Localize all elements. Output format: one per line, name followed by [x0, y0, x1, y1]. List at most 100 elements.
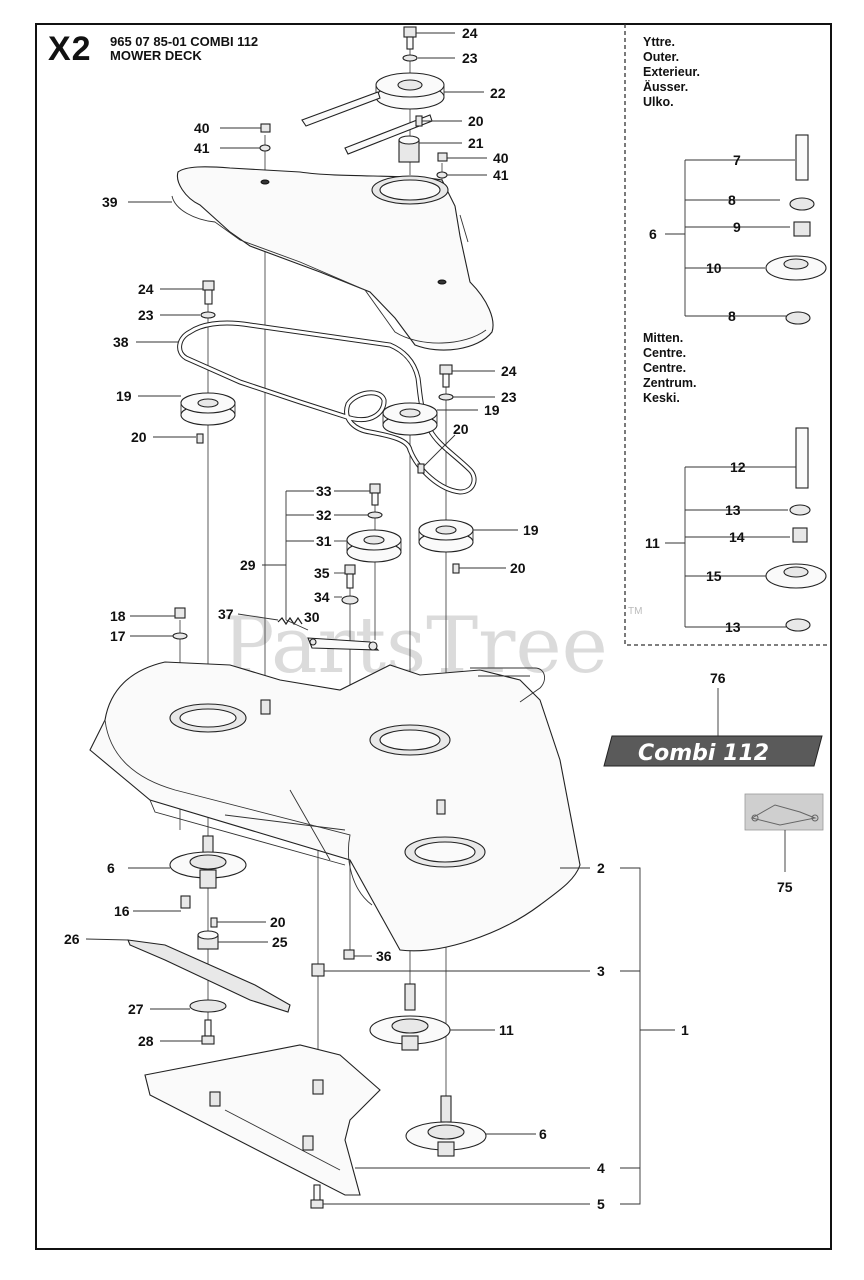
- part-label: 34: [314, 589, 330, 605]
- part-label: 20: [453, 421, 469, 437]
- bolt-35: [344, 564, 356, 589]
- part-label: 35: [314, 565, 330, 581]
- belt-routing-decal-75: [744, 793, 824, 831]
- part-label: 8: [728, 308, 736, 324]
- part-label: 40: [194, 120, 210, 136]
- part-label: 24: [462, 25, 478, 41]
- inset-centre-spindle: [765, 427, 827, 632]
- tensioner-arm-30: [307, 637, 380, 651]
- variant-text: Yttre.: [643, 35, 675, 49]
- part-label: 18: [110, 608, 126, 624]
- idler-pulley-19: [418, 519, 474, 553]
- key-20: [417, 463, 425, 474]
- key-20: [210, 917, 218, 928]
- part-label: 23: [462, 50, 478, 66]
- bolt-24: [202, 280, 215, 305]
- variant-text: Keski.: [643, 391, 680, 405]
- variant-text: Zentrum.: [643, 376, 697, 390]
- washer-41: [436, 171, 448, 179]
- part-label: 36: [376, 948, 392, 964]
- part-label: 31: [316, 533, 332, 549]
- variant-text: Äusser.: [643, 80, 689, 94]
- part-label: 13: [725, 502, 741, 518]
- part-label: 28: [138, 1033, 154, 1049]
- bolt-40: [260, 123, 271, 133]
- watermark-trademark: TM: [628, 606, 642, 617]
- part-labels: 24 23 22 20 21 40 41 40 41 39 24 23 38 2…: [64, 25, 793, 1212]
- part-label: 8: [728, 192, 736, 208]
- part-label: 23: [138, 307, 154, 323]
- drive-pulley-22: [375, 72, 445, 110]
- bushing-3: [311, 963, 325, 977]
- part-label: 12: [730, 459, 746, 475]
- part-label: 76: [710, 670, 726, 686]
- idler-pulley-19: [180, 392, 236, 426]
- front-plate-4: [144, 1044, 381, 1196]
- page-code: X2: [48, 30, 92, 68]
- part-label: 2: [597, 860, 605, 876]
- part-label: 38: [113, 334, 129, 350]
- nut-18: [174, 607, 186, 619]
- spacer-21: [398, 135, 420, 163]
- part-label: 39: [102, 194, 118, 210]
- belt-section: [301, 91, 381, 127]
- centre-variant-caption: Mitten. Centre. Centre. Zentrum. Keski.: [643, 331, 696, 406]
- washer-17: [172, 632, 188, 640]
- part-label: 41: [493, 167, 509, 183]
- part-label: 21: [468, 135, 484, 151]
- leader-lines: [85, 32, 786, 1205]
- part-label: 27: [128, 1001, 144, 1017]
- washer-32: [367, 511, 383, 519]
- part-label: 9: [733, 219, 741, 235]
- bolt-16: [180, 895, 191, 909]
- idler-pulley-19: [382, 402, 438, 436]
- washer-23: [438, 393, 454, 401]
- spindle-6: [169, 835, 247, 889]
- tensioner-pulley-31: [346, 529, 402, 563]
- variant-text: Centre.: [643, 361, 687, 375]
- bolt-5: [310, 1184, 324, 1209]
- part-number-title: 965 07 85-01 COMBI 112: [110, 34, 259, 49]
- part-label: 20: [468, 113, 484, 129]
- part-label: 22: [490, 85, 506, 101]
- part-label: 26: [64, 931, 80, 947]
- spring-37: [277, 616, 303, 626]
- top-bolt-24: [403, 26, 417, 50]
- washer-41: [259, 144, 271, 152]
- model-decal-76: Combi 112: [603, 735, 823, 767]
- blade-washer-27: [189, 999, 227, 1013]
- key-20: [196, 433, 204, 444]
- bolt-28: [201, 1019, 215, 1045]
- part-label: 4: [597, 1160, 605, 1176]
- outer-variant-caption: Yttre. Outer. Exterieur. Äusser. Ulko.: [643, 35, 700, 110]
- variant-text: Outer.: [643, 50, 680, 64]
- part-label: 19: [484, 402, 500, 418]
- variant-text: Exterieur.: [643, 65, 700, 79]
- part-label: 40: [493, 150, 509, 166]
- part-label: 14: [729, 529, 745, 545]
- part-label: 25: [272, 934, 288, 950]
- bolt-40: [437, 152, 448, 162]
- washer-23: [402, 54, 418, 62]
- belt-cover-39: [171, 166, 494, 351]
- inset-brackets: [665, 159, 796, 628]
- blade-26: [127, 939, 291, 1013]
- inset-outer-spindle: [765, 134, 827, 325]
- model-decal-text: Combi 112: [638, 741, 769, 766]
- part-label: 1: [681, 1022, 689, 1038]
- spindle-6: [405, 1095, 487, 1157]
- part-label: 23: [501, 389, 517, 405]
- part-label: 11: [645, 535, 660, 551]
- variant-text: Mitten.: [643, 331, 684, 345]
- part-label: 19: [523, 522, 539, 538]
- part-label: 13: [725, 619, 741, 635]
- inset-divider: [624, 24, 830, 646]
- hub-25: [197, 930, 219, 950]
- part-label: 11: [499, 1022, 514, 1038]
- part-label: 16: [114, 903, 130, 919]
- part-label: 75: [777, 879, 793, 895]
- nut-36: [343, 949, 355, 960]
- variant-text: Centre.: [643, 346, 687, 360]
- part-label: 33: [316, 483, 332, 499]
